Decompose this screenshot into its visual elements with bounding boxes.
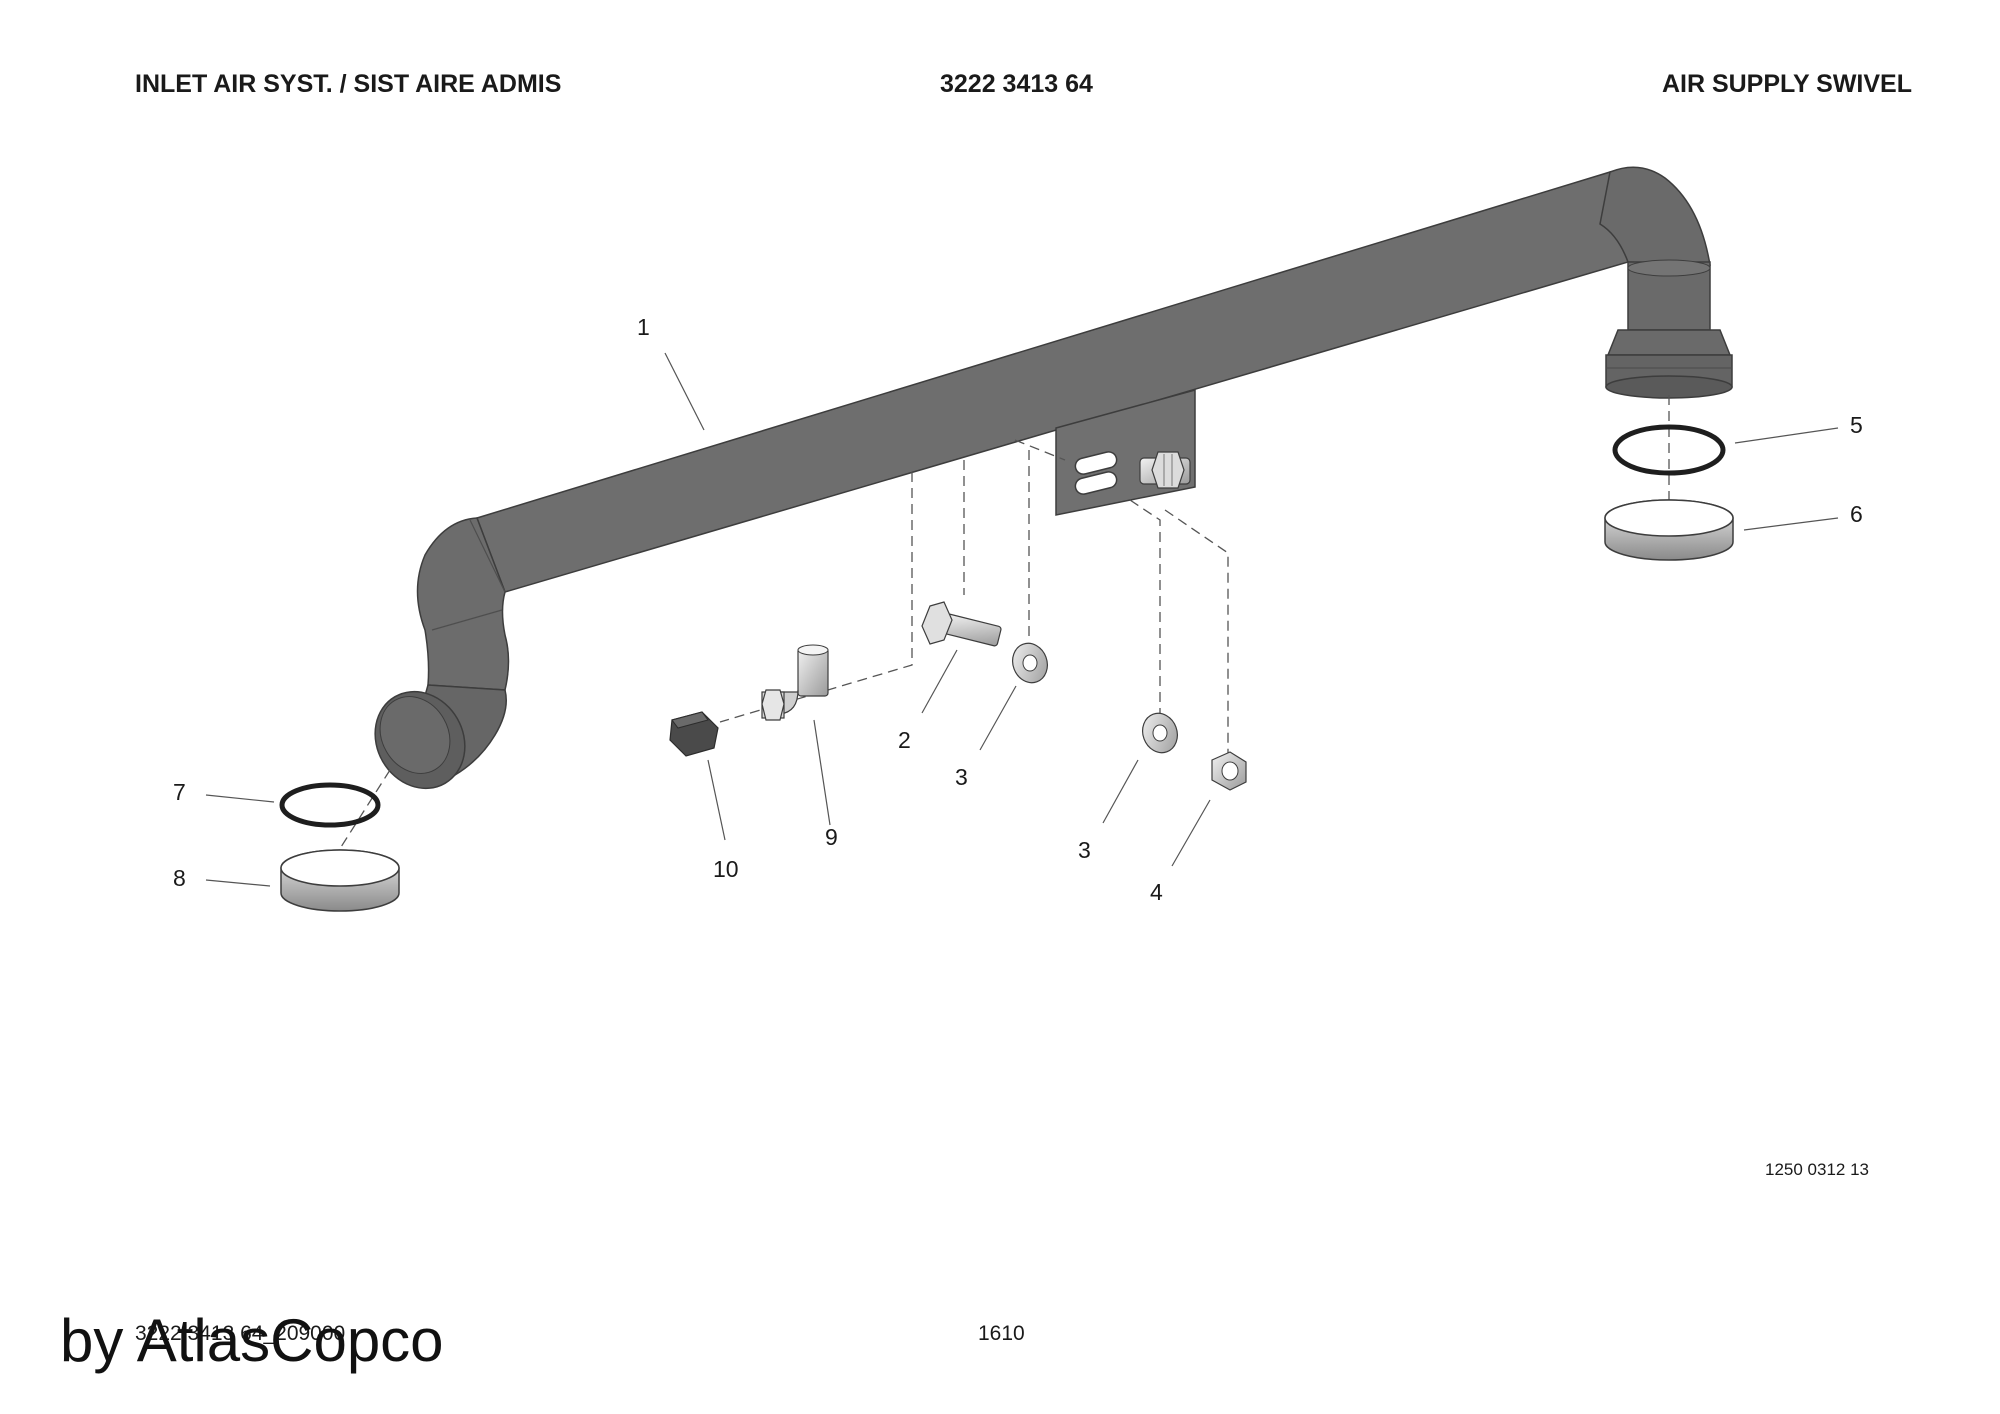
callout-10: 10 <box>713 856 739 882</box>
header-part-number: 3222 3413 64 <box>940 70 1093 98</box>
o-ring-left <box>279 782 381 828</box>
watermark-text: by AtlasCopco <box>60 1307 444 1374</box>
washer-upper <box>1012 642 1048 684</box>
elbow-fitting <box>761 644 829 721</box>
drawing-reference-number: 1250 0312 13 <box>1765 1160 1869 1179</box>
callout-9: 9 <box>825 824 838 850</box>
callout-labels: 1 2 3 3 4 5 6 7 8 9 10 <box>173 314 1863 905</box>
callout-3-lower: 3 <box>1078 837 1091 863</box>
callout-6: 6 <box>1850 501 1863 527</box>
lock-nut <box>1211 751 1247 791</box>
support-ring-right <box>1604 499 1734 561</box>
callout-1: 1 <box>637 314 650 340</box>
header-assembly-name: AIR SUPPLY SWIVEL <box>1661 70 1912 98</box>
bracket-stud <box>1139 451 1191 489</box>
callout-2: 2 <box>898 727 911 753</box>
callout-7: 7 <box>173 779 186 805</box>
leader-lines <box>205 352 1839 887</box>
footer-document-code: 3222 3413 64_209000 <box>135 1322 346 1345</box>
footer-page-number: 1610 <box>978 1322 1025 1345</box>
callout-5: 5 <box>1850 412 1863 438</box>
air-supply-pipe <box>374 166 1733 790</box>
hex-plug <box>669 711 719 757</box>
callout-3-upper: 3 <box>955 764 968 790</box>
callout-4: 4 <box>1150 879 1163 905</box>
washer-lower <box>1142 712 1178 754</box>
support-ring-left <box>280 849 400 912</box>
callout-8: 8 <box>173 865 186 891</box>
header-system-title: INLET AIR SYST. / SIST AIRE ADMIS <box>135 70 562 98</box>
o-ring-right <box>1612 424 1726 476</box>
bolt <box>921 601 1002 647</box>
